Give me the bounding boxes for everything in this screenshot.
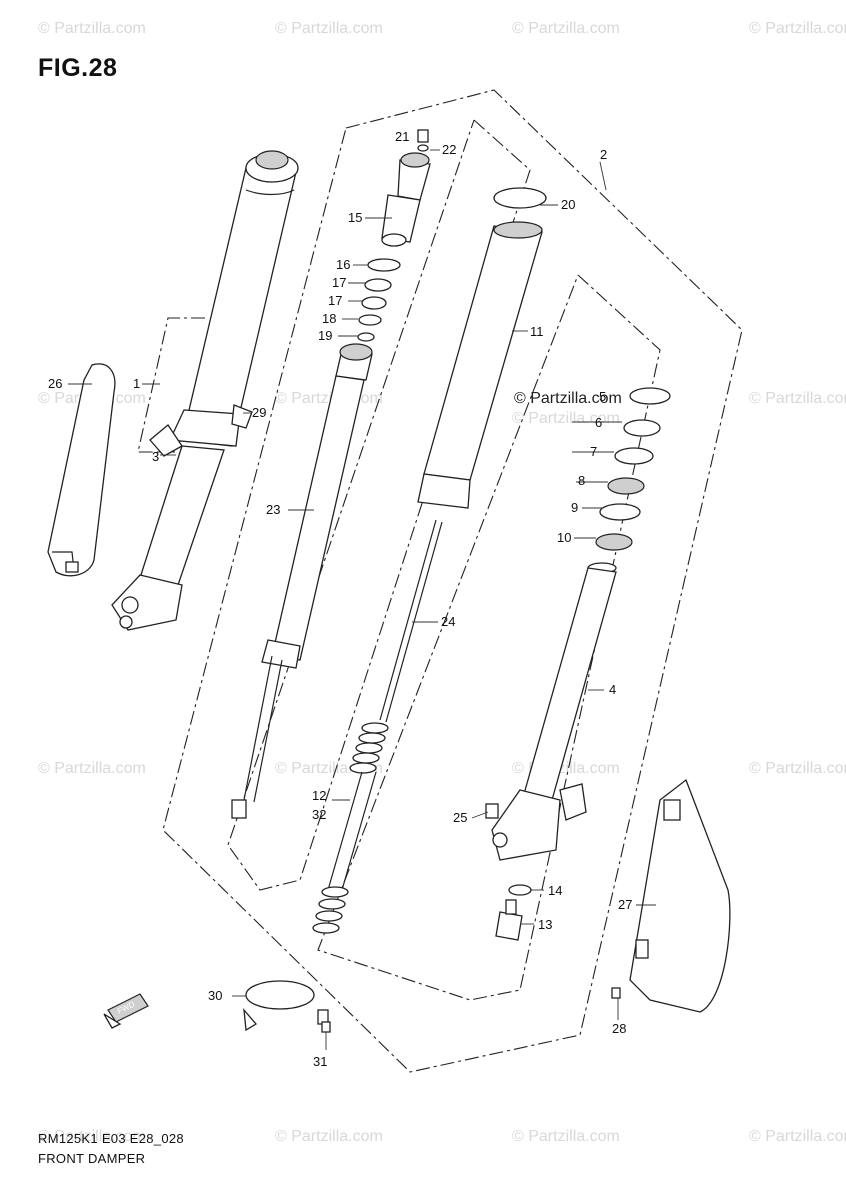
callout-16: 16 [336, 257, 351, 272]
partzilla-brand-mark: © Partzilla.com [514, 390, 622, 407]
callout-29: 29 [252, 405, 267, 420]
fork-springs [312, 722, 389, 934]
callout-13: 13 [538, 917, 553, 932]
bracket-group-1-3 [137, 317, 205, 453]
callout-1: 1 [133, 376, 141, 391]
callout-19: 19 [318, 328, 333, 343]
watermark: © Partzilla.com [749, 20, 846, 37]
callout-4: 4 [609, 682, 617, 697]
diagram-code: RM125K1 E03 E28_028 [38, 1131, 184, 1146]
callout-10: 10 [557, 530, 572, 545]
watermark: © Partzilla.com [749, 390, 846, 407]
callout-21: 21 [395, 129, 410, 144]
watermark: © Partzilla.com [38, 1128, 146, 1145]
forward-arrow-icon [103, 993, 149, 1029]
callout-20: 20 [561, 197, 576, 212]
bottom-adjuster [495, 884, 532, 941]
watermark: © Partzilla.com [38, 760, 146, 777]
callout-23: 23 [266, 502, 281, 517]
outer-tube-right [417, 187, 547, 509]
fork-bracket-left [149, 404, 253, 457]
callout-12: 12 [312, 788, 327, 803]
inner-tube-right [485, 562, 617, 861]
callout-14: 14 [548, 883, 563, 898]
callout-24: 24 [441, 614, 456, 629]
callout-2: 2 [600, 147, 608, 162]
callout-26: 26 [48, 376, 63, 391]
seal-kit-stack [595, 387, 671, 551]
watermark: © Partzilla.com [749, 760, 846, 777]
figure-title: FIG.28 [38, 54, 118, 82]
callout-22: 22 [442, 142, 457, 157]
callout-30: 30 [208, 988, 223, 1003]
callout-17b: 17 [328, 293, 343, 308]
callout-5: 5 [599, 389, 607, 404]
callout-7: 7 [590, 444, 598, 459]
callout-9: 9 [571, 500, 579, 515]
outer-tube-left [181, 150, 299, 447]
damper-cartridge [231, 343, 373, 819]
watermark: © Partzilla.com [275, 20, 383, 37]
callout-27: 27 [618, 897, 633, 912]
watermark: © Partzilla.com [749, 1128, 846, 1145]
callout-28: 28 [612, 1021, 627, 1036]
watermark: © Partzilla.com [512, 410, 620, 427]
inner-tube-left [111, 445, 225, 631]
watermark: © Partzilla.com [512, 1128, 620, 1145]
hose-clamp [243, 980, 331, 1033]
watermark: © Partzilla.com [275, 1128, 383, 1145]
callout-31: 31 [313, 1054, 328, 1069]
watermark: © Partzilla.com [512, 20, 620, 37]
callout-3: 3 [152, 449, 160, 464]
leader-lines [68, 149, 656, 1050]
callout-8: 8 [578, 473, 586, 488]
callout-18: 18 [322, 311, 337, 326]
diagram-name: FRONT DAMPER [38, 1151, 146, 1166]
callout-11: 11 [530, 324, 544, 339]
callout-32: 32 [312, 807, 327, 822]
callout-15: 15 [348, 210, 363, 225]
callout-17a: 17 [332, 275, 347, 290]
spring-guide-rod [379, 519, 443, 723]
callout-6: 6 [595, 415, 603, 430]
fork-guard-left [47, 363, 116, 577]
assembly-boundary-outer [162, 89, 743, 1073]
watermark: © Partzilla.com [38, 20, 146, 37]
damper-cap-assembly [357, 129, 431, 342]
callout-25: 25 [453, 810, 468, 825]
fork-guard-right [611, 778, 731, 1013]
